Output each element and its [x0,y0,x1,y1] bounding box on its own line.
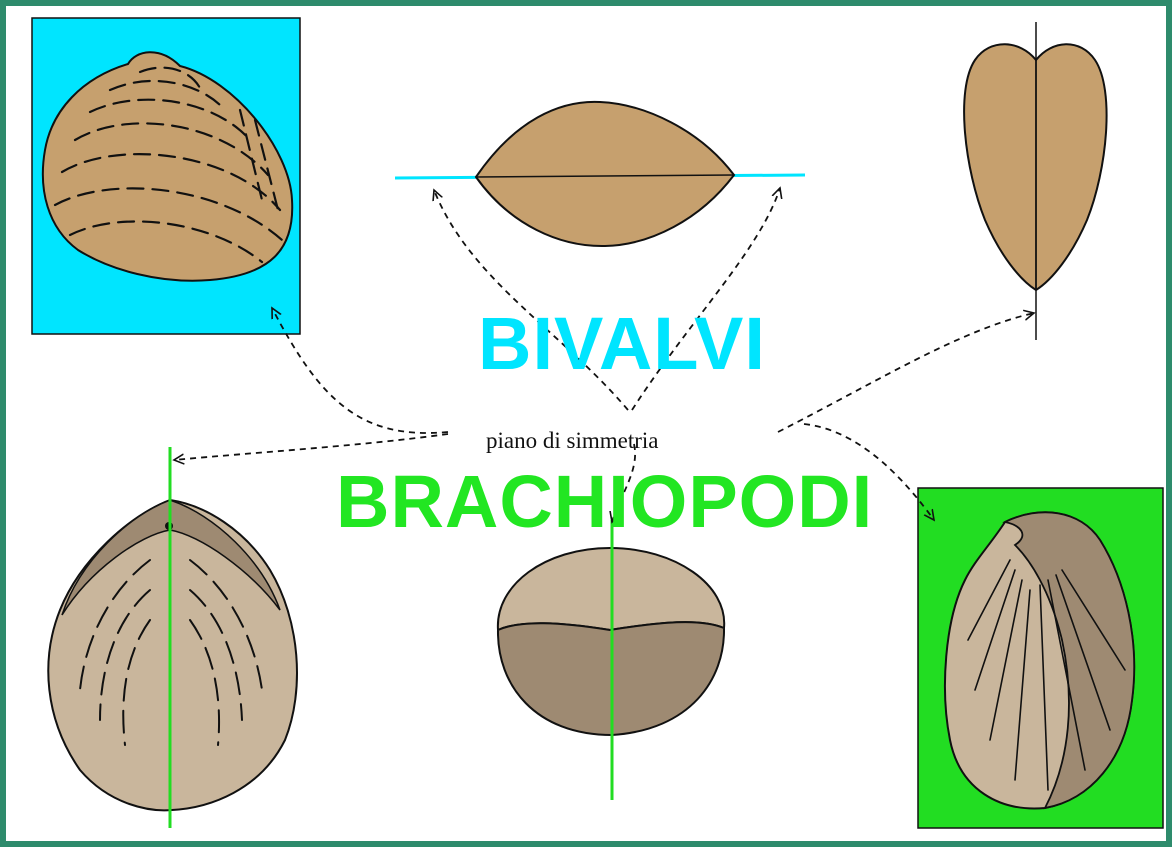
arrow-to-bivalve-top [778,313,1034,432]
arrow-to-brachiopod-dorsal [174,434,448,460]
diagram-drawing [6,6,1166,841]
brachiopod-front-view [498,520,724,800]
brachiopod-dorsal-view-icon [48,500,297,810]
brachiopod-side-view [918,488,1163,828]
brachiopodi-title: BRACHIOPODI [336,462,873,542]
bivalvi-title: BIVALVI [478,304,766,384]
bivalve-shell-top-view-icon [964,44,1106,290]
brachiopod-dorsal-view [48,447,297,828]
bivalve-side-view [32,18,300,334]
bivalve-front-view [395,102,805,246]
symmetry-plane-label: piano di simmetria [486,426,658,456]
bivalve-shell-front-view-icon [476,102,734,246]
bivalve-top-view [964,22,1106,340]
